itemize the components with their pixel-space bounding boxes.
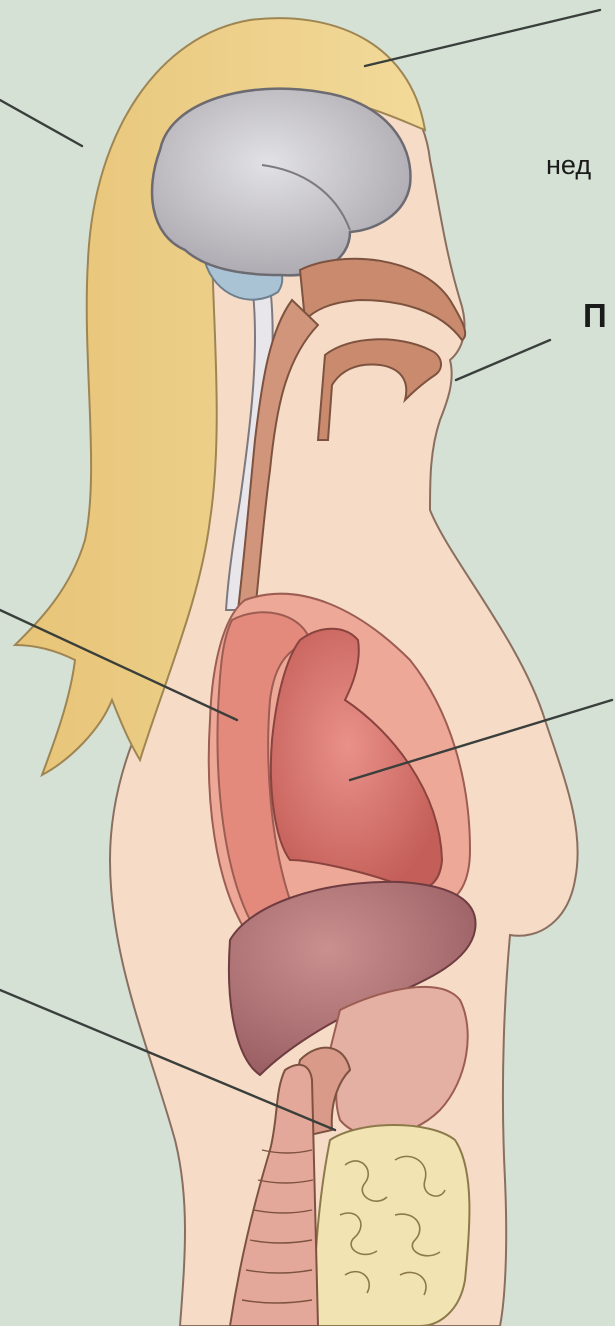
nose-line — [456, 340, 550, 380]
partial-label-top: нед — [546, 150, 591, 181]
small-intestine — [314, 1125, 469, 1326]
left-upper-line — [0, 100, 82, 146]
hair-line — [365, 10, 600, 66]
partial-label-mid: П — [583, 297, 607, 335]
